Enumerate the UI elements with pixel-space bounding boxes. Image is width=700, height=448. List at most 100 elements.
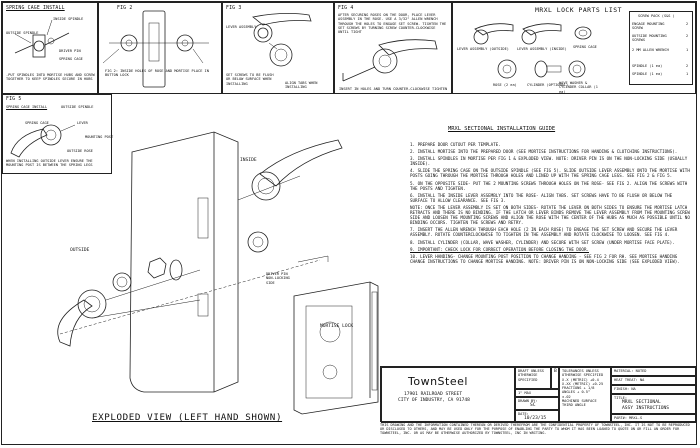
fig1-title: SPRING CAGE INSTALL [6, 6, 65, 11]
part-rose: ROSE (2 ea) [493, 83, 517, 87]
fig1-box: SPRING CAGE INSTALL INSIDE SPINDLE OUTSI… [2, 2, 98, 94]
parts-drawing [473, 23, 592, 79]
exploded-outside-label: OUTSIDE [70, 248, 90, 253]
step-note: NOTE: ONCE THE LEVER ASSEMBLY IS SET ON … [410, 204, 690, 226]
drawn-by-label: DRAWN BY: [518, 399, 538, 403]
exploded-driver-label: DRIVER PIN NON-LOCKING SIDE [266, 272, 290, 285]
fig2-box: FIG 2 FIG 2: INSIDE HOLES OF ROSE AND MO… [98, 2, 222, 94]
installation-steps: 1. PREPARE DOOR CUTOUT PER TEMPLATE. 2. … [410, 142, 690, 264]
date-label: DATE: [518, 412, 529, 416]
step-7: 7. INSERT THE ALLEN WRENCH THROUGH EACH … [410, 227, 678, 238]
draft-text: DRAFT UNLESS OTHERWISE SPECIFIED [518, 369, 544, 382]
size-cell: 1" MAX [515, 389, 559, 397]
screw-row-0: ENGAGE MOUNTING SCREW [632, 22, 665, 31]
fig1-note: -PUT SPINDLES INTO MORTISE HUBS AND SCRE… [6, 73, 95, 82]
part-value: MRXL-S [629, 416, 643, 420]
fig3-label-tabs: ALIGN TABS WHEN INSTALLING [285, 81, 318, 90]
fig2-drawing [102, 10, 209, 88]
parts-list-box: MRXL LOCK PARTS LIST LEVER ASSEMBLY (OUT… [452, 2, 696, 94]
fig5-title: FIG 5 [6, 97, 22, 102]
title-label: TITLE: [614, 396, 627, 400]
screw-qty-2: 1 [686, 48, 689, 52]
fig3-title: FIG 3 [226, 6, 242, 11]
size-label: 1" MAX [518, 391, 531, 395]
step-3: 3. INSTALL SPINDLES IN MORTISE PER FIG 1… [410, 156, 688, 167]
fig5-subtitle: SPRING CAGE INSTALL [6, 105, 48, 109]
fig5-label-post: MOUNTING POST [85, 135, 114, 139]
fig3-label-setscrew: SET SCREWS TO BE FLUSH OR BELOW SURFACE … [226, 73, 274, 86]
part-washer: WAVE WASHER & CYLINDER COLLAR (1 ea) [559, 81, 598, 94]
company-address1: 17901 RAILROAD STREET [404, 392, 463, 397]
step-2: 2. INSTALL MORTISE INTO THE PREPARED DOO… [410, 149, 678, 155]
title-line1: MRXL SECTIONAL [622, 400, 661, 406]
tol-line-2: FRACTIONS + 1/8 [562, 386, 595, 391]
fig2-title: FIG 2 [117, 6, 133, 11]
screw-qty-3: 2 [686, 64, 689, 68]
installation-guide-title: MRXL SECTIONAL INSTALLATION GUIDE [448, 126, 556, 132]
exploded-view-caption: EXPLODED VIEW (LEFT HAND SHOWN) [92, 412, 283, 423]
step-1: 1. PREPARE DOOR CUTOUT PER TEMPLATE. [410, 142, 501, 147]
fig5-label-spindle: OUTSIDE SPINDLE [61, 105, 94, 109]
screw-row-2: 2 MM ALLEN WRENCH [632, 48, 669, 52]
material-value: NOTED [635, 369, 647, 373]
fig4-box: FIG 4 AFTER SECURING ROSES ON THE DOOR, … [334, 2, 452, 94]
fig5-label-rose: OUTSIDE ROSE [67, 149, 93, 153]
material-cell: MATERIAL: NOTED [611, 367, 697, 376]
rev-cell: B [551, 367, 559, 389]
fig3-label-lever: LEVER ASSEMBLY [226, 25, 257, 29]
tolerances-heading: TOLERANCES UNLESS OTHERWISE SPECIFIED [562, 369, 604, 378]
confidential-disclaimer: THIS DRAWING AND THE INFORMATION CONTAIN… [380, 423, 690, 436]
tol-line-3: ANGLES + 0.5° [562, 390, 591, 395]
company-name: TownSteel [408, 375, 468, 388]
heat-value: NA [639, 378, 645, 382]
step-10: 10. LEVER HANDING- CHANGE MOUNTING POST … [410, 253, 680, 264]
screw-row-3: SPINDLE (1 ea) [632, 64, 663, 68]
step-9: 9. IMPORTANT: CHECK LOCK FOR CORRECT OPE… [410, 246, 589, 252]
machined-surface: MACHINED SURFACE [562, 399, 597, 404]
part-cell: PART#: MRXL-S [611, 414, 697, 423]
parts-list-title: MRXL LOCK PARTS LIST [535, 6, 622, 14]
step-8: 8. INSTALL CYLINDER (COLLAR, WAVE WASHER… [410, 239, 675, 245]
drawn-by-value: SC [530, 403, 536, 409]
fig3-drawing [252, 13, 312, 67]
exploded-inside-label: INSIDE [240, 158, 257, 163]
screw-pack-head: SCREW PACK (S&S ) [638, 14, 675, 18]
fig1-drawing [14, 19, 70, 58]
material-label: MATERIAL: [614, 369, 634, 373]
screw-pack-table: SCREW PACK (S&S ) ENGAGE MOUNTING SCREW … [629, 11, 693, 85]
fig1-label-driver: DRIVER PIN [59, 49, 81, 53]
fig5-box: FIG 5 SPRING CAGE INSTALL OUTSIDE SPINDL… [2, 94, 114, 174]
step-5: 5. ON THE OPPOSITE SIDE- PUT THE 2 MOUNT… [410, 180, 688, 191]
part-lever-outside: LEVER ASSEMBLY (OUTSIDE) [457, 47, 509, 51]
title-block: TownSteel 17901 RAILROAD STREET CITY OF … [380, 366, 697, 423]
fig5-note: WHEN INSTALLING OUTSIDE LEVER ENSURE THE… [6, 159, 93, 168]
heat-cell: HEAT TREAT: NA [611, 376, 697, 385]
draft-cell: DRAFT UNLESS OTHERWISE SPECIFIED [515, 367, 551, 389]
fig4-caption: INSERT IN HOLES AND TURN COUNTER-CLOCKWI… [339, 87, 448, 91]
step-6: 6. INSTALL THE INSIDE LEVER ASSEMBLY INT… [410, 192, 673, 203]
finish-label: FINISH: [614, 387, 630, 391]
third-angle: THIRD ANGLE [562, 403, 586, 408]
rev-letter: B [554, 369, 557, 374]
fig5-label-cage: SPRING CAGE [25, 121, 49, 125]
finish-value: NA [631, 387, 636, 391]
screw-qty-0: 2 [686, 22, 689, 26]
tolerance-cell: TOLERANCES UNLESS OTHERWISE SPECIFIED X.… [559, 367, 611, 423]
tol-line-4: ±.02 [562, 394, 571, 399]
step-4: 4. SLIDE THE SPRING CAGE ON THE OUTSIDE … [410, 168, 690, 179]
fig1-label-outside: OUTSIDE SPINDLE [6, 31, 39, 35]
screw-qty-1: 2 [686, 34, 689, 38]
screw-qty-4: 1 [686, 72, 689, 76]
fig4-title: FIG 4 [338, 6, 354, 11]
company-cell: TownSteel 17901 RAILROAD STREET CITY OF … [381, 367, 515, 423]
tol-line-0: X.X (METRIC) +0.4 [562, 377, 599, 382]
screw-row-4: SPINDLE (1 ea) [632, 72, 663, 76]
part-lever-inside: LEVER ASSEMBLY (INSIDE) [517, 47, 567, 51]
fig3-box: FIG 3 LEVER ASSEMBLY SET SCREWS TO BE FL… [222, 2, 334, 94]
drawn-cell: DRAWN BY: SC [515, 397, 559, 410]
tol-line-1: X.XX (METRIC) +0.25 [562, 381, 604, 386]
fig5-label-lever: LEVER [77, 121, 88, 125]
fig2-note: FIG 2: INSIDE HOLES OF ROSE AND MORTISE … [105, 69, 209, 78]
